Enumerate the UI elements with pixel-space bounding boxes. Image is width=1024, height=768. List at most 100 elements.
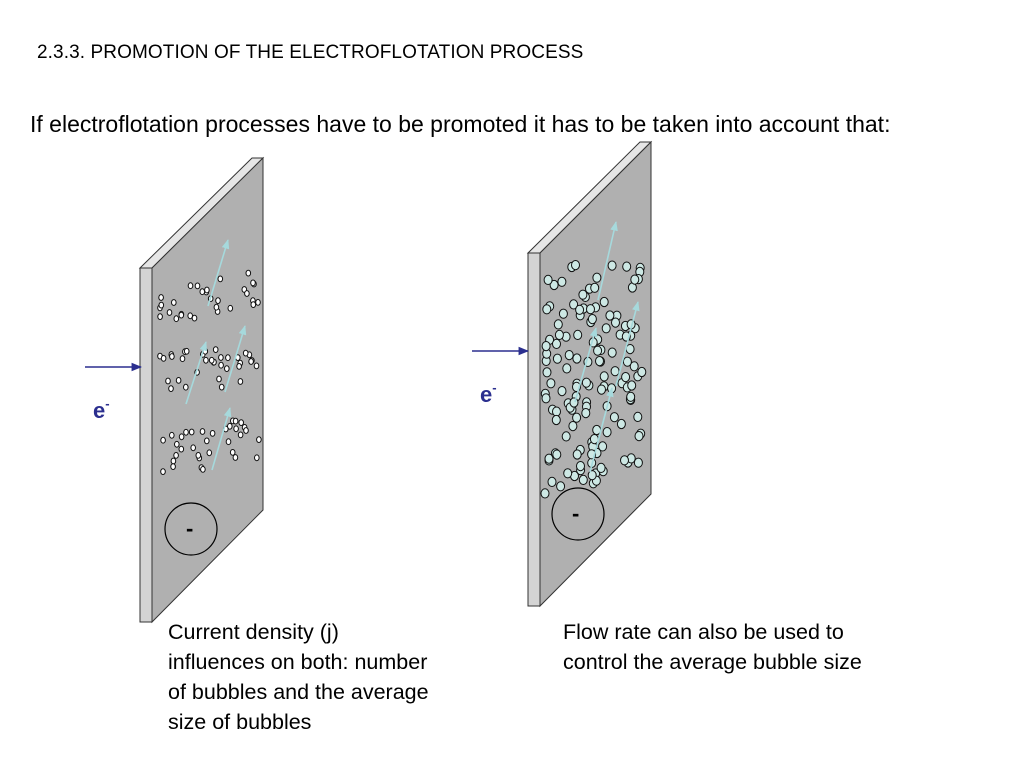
electron-label-right: e-	[480, 380, 497, 407]
bubble	[237, 431, 244, 439]
bubble	[607, 260, 617, 271]
flow-arrow	[207, 239, 230, 307]
bubble	[622, 261, 632, 272]
bubble	[595, 356, 604, 367]
bubble	[572, 449, 582, 460]
bubble	[238, 419, 244, 427]
bubble	[597, 384, 606, 395]
flow-arrow	[211, 407, 232, 471]
bubble	[605, 310, 615, 321]
bubble	[607, 347, 617, 358]
bubble	[587, 470, 597, 481]
flow-arrows-left	[185, 239, 247, 471]
bubble	[209, 430, 216, 437]
bubble	[557, 276, 567, 287]
bubble	[599, 371, 609, 382]
bubble	[547, 476, 557, 487]
bubble	[170, 463, 176, 471]
bubble	[572, 412, 582, 423]
bubble	[174, 440, 180, 448]
bubble	[178, 445, 185, 453]
bubble	[553, 319, 563, 330]
bubble	[218, 361, 224, 369]
flow-arrows-right	[574, 221, 640, 473]
bubble	[204, 286, 210, 294]
bubble	[552, 449, 562, 460]
bubble	[622, 356, 632, 367]
bubble	[229, 449, 236, 456]
bubble	[626, 391, 636, 402]
bubble	[634, 431, 644, 442]
bubble	[552, 353, 562, 364]
bubble	[216, 375, 222, 383]
bubble	[199, 428, 206, 435]
bubble	[542, 367, 552, 378]
bubble	[564, 350, 574, 361]
bubble	[630, 274, 640, 285]
bubble	[242, 349, 249, 357]
bubble	[581, 408, 591, 419]
bubble	[175, 377, 182, 384]
bubble	[170, 457, 177, 465]
bubble	[183, 428, 189, 436]
bubble	[248, 358, 254, 365]
bubble	[179, 355, 186, 363]
electrode-plate-right: -	[526, 140, 653, 608]
bubble	[568, 421, 578, 432]
bubble	[552, 406, 561, 417]
bubble	[629, 361, 639, 372]
bubble	[204, 437, 210, 445]
bubble	[160, 436, 166, 444]
bubble	[233, 425, 239, 433]
terminal-circle-left	[164, 502, 218, 556]
bubble	[158, 294, 164, 301]
plate-right-edge	[527, 252, 541, 607]
bubble	[569, 397, 579, 408]
bubble	[599, 296, 609, 308]
bubbles-large-group	[540, 260, 647, 499]
bubble	[573, 329, 583, 340]
bubble	[563, 468, 573, 479]
bubble	[208, 356, 215, 364]
bubble	[217, 275, 224, 283]
bubble	[609, 412, 619, 423]
bubble	[160, 355, 167, 362]
caption-line: Flow rate can also be used to	[563, 620, 844, 644]
bubble	[590, 282, 600, 293]
bubble	[171, 299, 177, 306]
bubble	[166, 309, 173, 316]
bubble	[165, 377, 171, 385]
bubble	[633, 457, 643, 468]
bubble	[562, 363, 572, 374]
bubble	[546, 378, 556, 389]
caption-flow-rate: Flow rate can also be used to control th…	[563, 617, 943, 677]
flow-arrow	[574, 327, 598, 403]
bubble	[194, 282, 201, 290]
bubble	[245, 269, 252, 277]
plate-left-edge	[139, 267, 153, 623]
bubble	[253, 454, 260, 462]
bubble	[190, 444, 196, 452]
bubble	[218, 354, 224, 361]
bubble	[592, 272, 602, 283]
bubble	[576, 461, 585, 472]
bubble	[227, 304, 234, 312]
bubble	[621, 372, 631, 383]
bubble	[255, 299, 261, 306]
flow-arrow	[589, 387, 614, 473]
bubble	[183, 347, 190, 355]
caption-line: Current density (j)	[168, 620, 339, 644]
bubble	[160, 468, 166, 476]
caption-line: size of bubbles	[168, 710, 312, 734]
bubble	[633, 411, 643, 422]
bubble	[596, 462, 606, 473]
bubble	[237, 378, 244, 385]
bubble	[540, 488, 550, 499]
bubble	[578, 474, 588, 485]
bubble	[572, 353, 582, 364]
bubble	[569, 299, 579, 310]
flow-arrow	[224, 325, 247, 393]
bubble	[218, 383, 225, 391]
terminal-sign-right: -	[572, 501, 579, 526]
